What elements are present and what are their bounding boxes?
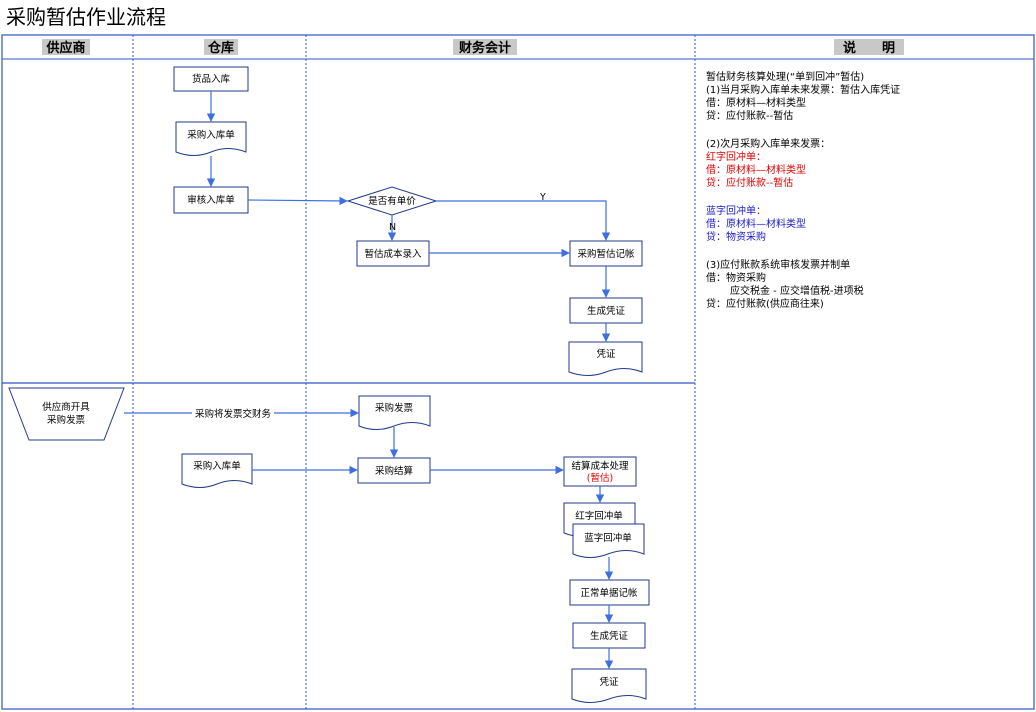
note-line-1: 暂估财务核算处理(“单到回冲”暂估) xyxy=(706,70,864,83)
label-bg-invoice-to-finance xyxy=(192,406,274,420)
note-line-8: 贷：应付账款--暂估 xyxy=(706,176,793,189)
note-line-7: 借：原材料—材料类型 xyxy=(706,163,806,176)
note-line-12: (3)应付账款系统审核发票并制单 xyxy=(706,258,850,271)
node-est-cost-entry-label: 暂估成本录入 xyxy=(364,248,422,260)
notes-panel: 暂估财务核算处理(“单到回冲”暂估) (1)当月采购入库单未来发票：暂估入库凭证… xyxy=(706,70,900,310)
doc-voucher-1 xyxy=(568,341,643,376)
doc-po-receipt-2 xyxy=(181,453,253,488)
lane-header-notes: 说 明 xyxy=(843,40,895,56)
node-gen-voucher-1 xyxy=(569,297,643,324)
node-gen-voucher-1-label: 生成凭证 xyxy=(587,305,626,317)
node-est-cost-entry xyxy=(356,240,430,267)
lane-header-warehouse: 仓库 xyxy=(207,40,234,56)
page-title: 采购暂估作业流程 xyxy=(6,5,166,29)
lane-header-supplier: 供应商 xyxy=(45,40,85,56)
note-line-13: 借：物资采购 xyxy=(706,271,766,284)
note-line-14: 应交税金 - 应交增值税-进项税 xyxy=(730,284,864,297)
label-yes: Y xyxy=(539,192,546,203)
node-purchase-settle xyxy=(357,457,431,484)
arrow-decision-yes xyxy=(436,200,611,241)
arrow-review-to-decision xyxy=(247,196,348,206)
note-line-3: 借：原材料—材料类型 xyxy=(706,96,806,109)
node-est-posting-label: 采购暂估记帐 xyxy=(577,248,635,260)
doc-po-receipt-1-label: 采购入库单 xyxy=(187,129,235,141)
node-purchase-settle-label: 采购结算 xyxy=(375,465,413,477)
doc-voucher-2 xyxy=(571,668,647,703)
node-normal-posting-label: 正常单据记帐 xyxy=(580,587,638,599)
lane-header-accounting: 财务会计 xyxy=(459,40,511,56)
node-review-receipt-label: 审核入库单 xyxy=(187,194,235,206)
node-review-receipt xyxy=(173,186,249,214)
node-settle-cost xyxy=(563,456,637,487)
node-supplier-invoice-label-1: 供应商开具 xyxy=(42,401,90,413)
doc-voucher-1-label: 凭证 xyxy=(596,348,616,360)
node-supplier-invoice xyxy=(8,387,125,441)
node-goods-in-label: 货品入库 xyxy=(192,73,231,85)
note-line-9: 蓝字回冲单： xyxy=(706,204,766,217)
decision-has-price-label: 是否有单价 xyxy=(368,195,416,207)
node-supplier-invoice-label-2: 采购发票 xyxy=(47,414,86,426)
node-gen-voucher-2-label: 生成凭证 xyxy=(590,630,629,642)
note-line-5: (2)次月采购入库单来发票： xyxy=(706,137,830,150)
label-invoice-to-finance: 采购将发票交财务 xyxy=(195,408,272,420)
note-line-2: (1)当月采购入库单未来发票：暂估入库凭证 xyxy=(706,83,900,96)
note-line-15: 贷：应付账款(供应商往来) xyxy=(706,297,824,310)
swimlane-frame xyxy=(1,34,1035,710)
node-est-posting xyxy=(569,240,643,267)
header-bg-supplier xyxy=(42,39,90,55)
note-line-6: 红字回冲单： xyxy=(706,150,766,163)
node-settle-cost-label-2: (暂估) xyxy=(587,472,613,484)
header-bg-notes xyxy=(834,39,904,55)
doc-blue-reversal xyxy=(572,523,645,558)
doc-purchase-invoice-label: 采购发票 xyxy=(375,402,414,414)
doc-purchase-invoice xyxy=(358,395,431,430)
header-bg-accounting xyxy=(453,39,517,55)
doc-red-reversal-label: 红字回冲单 xyxy=(575,510,623,522)
doc-blue-reversal-label: 蓝字回冲单 xyxy=(584,532,632,544)
doc-po-receipt-1 xyxy=(175,121,247,156)
node-gen-voucher-2 xyxy=(572,622,646,649)
node-normal-posting xyxy=(569,579,650,606)
note-line-10: 借：原材料—材料类型 xyxy=(706,217,806,230)
node-goods-in xyxy=(173,66,249,92)
label-no: N xyxy=(389,222,396,233)
header-bg-warehouse xyxy=(204,39,238,55)
node-settle-cost-label-1: 结算成本处理 xyxy=(571,460,629,472)
doc-po-receipt-2-label: 采购入库单 xyxy=(193,460,241,472)
note-line-11: 贷：物资采购 xyxy=(706,230,766,243)
doc-voucher-2-label: 凭证 xyxy=(599,676,619,688)
note-line-4: 贷：应付账款--暂估 xyxy=(706,109,793,122)
